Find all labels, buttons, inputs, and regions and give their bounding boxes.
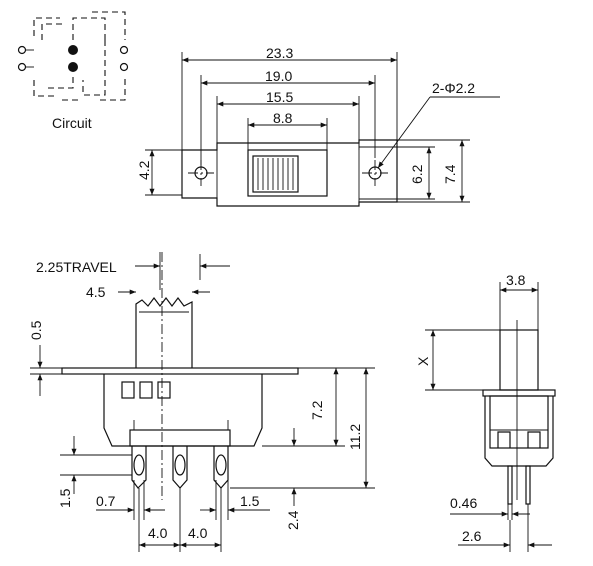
- dim-overall-length: 23.3: [266, 45, 293, 61]
- top-view: 23.3 19.0 15.5 8.8: [136, 45, 500, 207]
- dim-pin-length: 2.4: [285, 510, 301, 530]
- front-view: 2.25TRAVEL 4.5: [28, 252, 375, 552]
- dim-flange-inner: 6.2: [409, 164, 425, 184]
- dim-side-actuator-height: X: [415, 356, 431, 366]
- dim-terminal-slot: 0.7: [96, 493, 116, 509]
- dim-pitch-1: 4.0: [148, 525, 168, 541]
- dim-terminal-gap: 1.5: [240, 493, 260, 509]
- hole-note: 2-Φ2.2: [432, 80, 475, 96]
- dim-body-height: 4.2: [136, 160, 152, 180]
- dim-total-height: 11.2: [347, 424, 363, 450]
- dim-actuator-width: 4.5: [86, 284, 106, 300]
- dim-pin-spacing: 2.6: [462, 528, 482, 544]
- dim-mid-length: 15.5: [266, 89, 293, 105]
- dim-pitch-2: 4.0: [188, 525, 208, 541]
- dim-terminal-width: 1.5: [57, 488, 73, 508]
- dim-travel: 2.25TRAVEL: [36, 259, 117, 275]
- dim-body-height: 7.2: [309, 400, 325, 420]
- dim-hole-pitch: 19.0: [265, 68, 292, 84]
- circuit-label: Circuit: [52, 115, 92, 131]
- dim-flange-thickness: 0.5: [28, 320, 44, 340]
- circuit-diagram: Circuit: [17, 11, 129, 131]
- dim-side-actuator-width: 3.8: [506, 272, 526, 288]
- dim-flange-outer: 7.4: [442, 164, 458, 184]
- dim-slider-window: 8.8: [273, 110, 293, 126]
- side-view: 3.8 X 0.46 2.6: [415, 272, 556, 552]
- dim-pin-thickness: 0.46: [450, 495, 477, 511]
